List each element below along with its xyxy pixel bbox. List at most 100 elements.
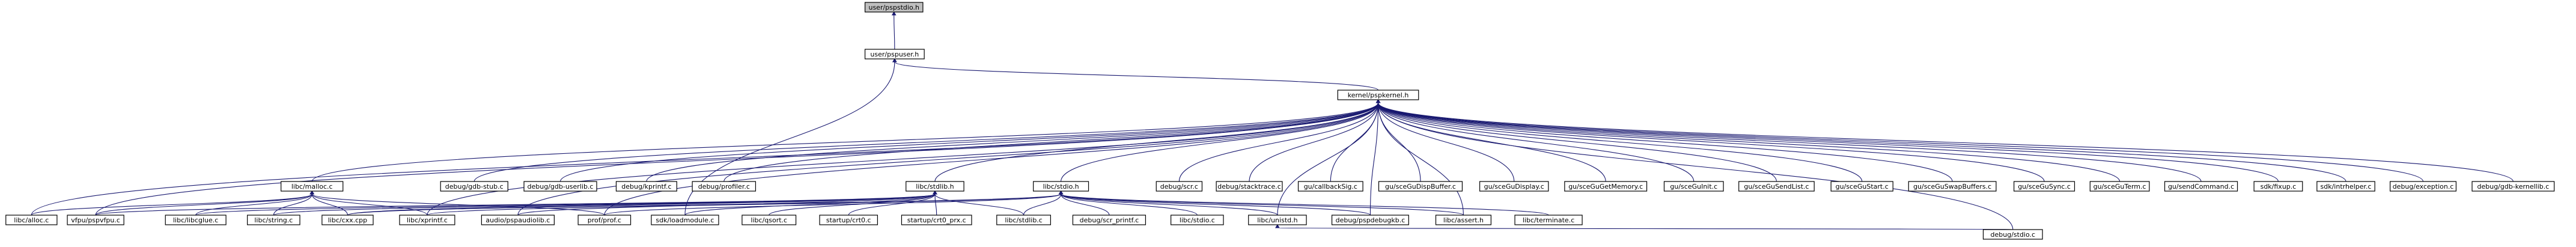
node-gdbstub[interactable]: debug/gdb-stub.c (440, 181, 508, 192)
node-unistd[interactable]: libc/unistd.h (1248, 215, 1307, 225)
node-box-loadmodule[interactable] (651, 215, 719, 225)
node-box-assert[interactable] (1435, 215, 1491, 225)
node-cxx[interactable]: libc/cxx.cpp (321, 215, 374, 225)
node-box-gdbuserlib[interactable] (523, 181, 597, 192)
node-loadmodule[interactable]: sdk/loadmodule.c (651, 215, 719, 225)
node-stdioh[interactable]: libc/stdio.h (1033, 181, 1089, 192)
node-box-pspkernel[interactable] (1337, 90, 1419, 100)
node-box-terminate[interactable] (1514, 215, 1583, 225)
node-crt0prx[interactable]: startup/crt0_prx.c (901, 215, 972, 225)
node-libcglue[interactable]: libc/libcglue.c (165, 215, 227, 225)
node-pspaudiolib[interactable]: audio/pspaudiolib.c (481, 215, 555, 225)
node-pspvfpu[interactable]: vfpu/pspvfpu.c (67, 215, 124, 225)
node-box-guinit[interactable] (1663, 181, 1724, 192)
node-box-gusync[interactable] (2014, 181, 2075, 192)
node-box-gusendlist[interactable] (1738, 181, 1815, 192)
node-exception[interactable]: debug/exception.c (2390, 181, 2457, 192)
node-box-xprintf[interactable] (399, 215, 455, 225)
node-xprintf[interactable]: libc/xprintf.c (399, 215, 455, 225)
node-box-stdioh[interactable] (1033, 181, 1089, 192)
node-box-gdbkernellib[interactable] (2471, 181, 2555, 192)
node-pspkernel[interactable]: kernel/pspkernel.h (1337, 90, 1419, 100)
node-prof[interactable]: prof/prof.c (577, 215, 632, 225)
node-box-pspuser[interactable] (864, 49, 925, 59)
node-stdio_dbg[interactable]: debug/stdio.c (1982, 229, 2043, 240)
node-box-gudisplay[interactable] (1479, 181, 1549, 192)
node-terminate[interactable]: libc/terminate.c (1514, 215, 1583, 225)
edge-prof-to-malloc (311, 194, 605, 216)
node-gdbuserlib[interactable]: debug/gdb-userlib.c (523, 181, 597, 192)
node-box-stacktrace[interactable] (1216, 181, 1283, 192)
node-box-sendcommand[interactable] (2164, 181, 2238, 192)
node-guswapbuffers[interactable]: gu/sceGuSwapBuffers.c (1908, 181, 1997, 192)
node-box-guterm[interactable] (2089, 181, 2150, 192)
node-gudispbuffer[interactable]: gu/sceGuDispBuffer.c (1378, 181, 1463, 192)
node-box-scrprintf[interactable] (1072, 215, 1146, 225)
node-box-root[interactable] (864, 2, 924, 13)
node-label-gustart: gu/sceGuStart.c (1836, 183, 1889, 191)
node-box-stdio_dbg[interactable] (1982, 229, 2043, 240)
node-stdlibh[interactable]: libc/stdlib.h (906, 181, 964, 192)
node-profiler[interactable]: debug/profiler.c (692, 181, 757, 192)
node-gustart[interactable]: gu/sceGuStart.c (1830, 181, 1893, 192)
node-assert[interactable]: libc/assert.h (1435, 215, 1491, 225)
node-malloc[interactable]: libc/malloc.c (281, 181, 344, 192)
node-fixup[interactable]: sdk/fixup.c (2253, 181, 2303, 192)
node-box-cxx[interactable] (321, 215, 374, 225)
node-box-guswapbuffers[interactable] (1908, 181, 1997, 192)
edge-qsort-to-stdlibh (769, 194, 936, 216)
node-box-fixup[interactable] (2253, 181, 2303, 192)
node-stdioc[interactable]: libc/stdio.c (1171, 215, 1224, 225)
node-guterm[interactable]: gu/sceGuTerm.c (2089, 181, 2150, 192)
node-scr[interactable]: debug/scr.c (1156, 181, 1203, 192)
node-box-stdlibc[interactable] (996, 215, 1052, 225)
node-scrprintf[interactable]: debug/scr_printf.c (1072, 215, 1146, 225)
edge-gustart-to-pspkernel (1377, 102, 1863, 182)
node-callbacksig[interactable]: gu/callbackSig.c (1297, 181, 1363, 192)
node-box-gustart[interactable] (1830, 181, 1893, 192)
node-box-kprintf[interactable] (615, 181, 677, 192)
node-box-prof[interactable] (577, 215, 632, 225)
node-box-exception[interactable] (2390, 181, 2457, 192)
edge-gdbkernellib-to-pspkernel (1377, 102, 2514, 182)
node-box-crt0[interactable] (819, 215, 878, 225)
node-box-stdlibh[interactable] (906, 181, 964, 192)
node-box-pspvfpu[interactable] (67, 215, 124, 225)
node-stacktrace[interactable]: debug/stacktrace.c (1216, 181, 1283, 192)
node-box-intrhelper[interactable] (2316, 181, 2375, 192)
node-box-crt0prx[interactable] (901, 215, 972, 225)
node-pspuser[interactable]: user/pspuser.h (864, 49, 925, 59)
node-gusync[interactable]: gu/sceGuSync.c (2014, 181, 2075, 192)
node-box-alloc[interactable] (5, 215, 58, 225)
node-box-unistd[interactable] (1248, 215, 1307, 225)
node-box-callbacksig[interactable] (1297, 181, 1363, 192)
node-intrhelper[interactable]: sdk/intrhelper.c (2316, 181, 2375, 192)
node-crt0[interactable]: startup/crt0.c (819, 215, 878, 225)
node-stdlibc[interactable]: libc/stdlib.c (996, 215, 1052, 225)
node-box-scr[interactable] (1156, 181, 1203, 192)
node-kprintf[interactable]: debug/kprintf.c (615, 181, 677, 192)
node-pspdebugkb[interactable]: debug/pspdebugkb.c (1331, 215, 1409, 225)
node-box-malloc[interactable] (281, 181, 344, 192)
node-box-gdbstub[interactable] (440, 181, 508, 192)
node-box-profiler[interactable] (692, 181, 757, 192)
node-box-pspaudiolib[interactable] (481, 215, 555, 225)
node-box-pspdebugkb[interactable] (1331, 215, 1409, 225)
node-string[interactable]: libc/string.c (247, 215, 300, 225)
node-gusendlist[interactable]: gu/sceGuSendList.c (1738, 181, 1815, 192)
node-sendcommand[interactable]: gu/sendCommand.c (2164, 181, 2238, 192)
node-box-qsort[interactable] (741, 215, 797, 225)
node-box-string[interactable] (247, 215, 300, 225)
node-alloc[interactable]: libc/alloc.c (5, 215, 58, 225)
node-guinit[interactable]: gu/sceGuInit.c (1663, 181, 1724, 192)
node-box-stdioc[interactable] (1171, 215, 1224, 225)
node-qsort[interactable]: libc/qsort.c (741, 215, 797, 225)
node-gugetmemory[interactable]: gu/sceGuGetMemory.c (1564, 181, 1648, 192)
node-box-libcglue[interactable] (165, 215, 227, 225)
node-root[interactable]: user/pspstdio.h (864, 2, 924, 13)
node-gudisplay[interactable]: gu/sceGuDisplay.c (1479, 181, 1549, 192)
edge-scrprintf-to-stdioh (1061, 194, 1110, 216)
node-box-gudispbuffer[interactable] (1378, 181, 1463, 192)
node-gdbkernellib[interactable]: debug/gdb-kernellib.c (2471, 181, 2555, 192)
node-box-gugetmemory[interactable] (1564, 181, 1648, 192)
